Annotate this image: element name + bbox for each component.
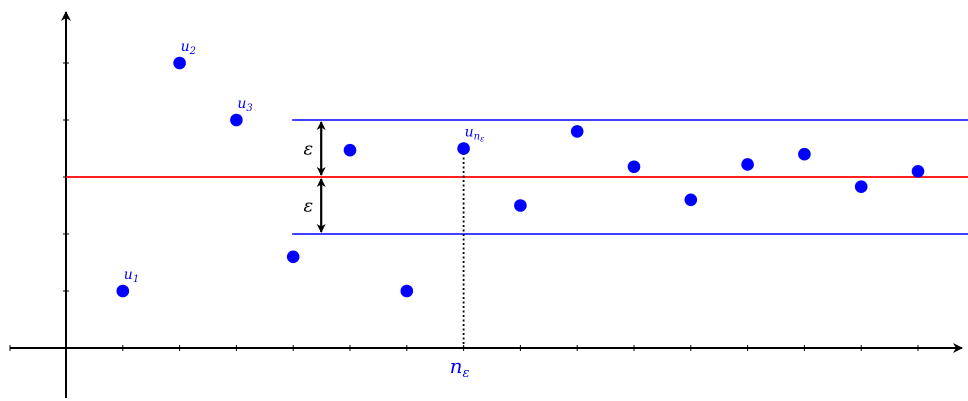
point-label: u1 <box>124 267 139 285</box>
sequence-point <box>627 160 641 174</box>
sequence-point <box>400 284 414 298</box>
sequence-point <box>684 193 698 207</box>
sequence-point <box>286 250 300 264</box>
sequence-point <box>116 284 130 298</box>
point-label: u2 <box>181 39 196 57</box>
axes <box>10 11 963 398</box>
n-epsilon-marker: nε <box>450 148 470 381</box>
sequence-point <box>457 142 470 155</box>
sequence-point <box>911 165 925 178</box>
sequence-point <box>173 56 186 70</box>
sequence-point <box>741 158 754 171</box>
epsilon-label: ε <box>304 139 314 160</box>
epsilon-band <box>292 119 968 235</box>
sequence-point <box>570 125 584 138</box>
sequence-point <box>514 199 527 212</box>
sequence-point <box>854 180 868 193</box>
point-labels: u1 u2 u3 unε <box>124 39 485 285</box>
sequence-point <box>230 113 243 127</box>
epsilon-arrows: εε <box>304 121 326 233</box>
point-label: unε <box>465 125 485 144</box>
point-label: u3 <box>237 96 252 114</box>
n-epsilon-label: nε <box>450 354 470 381</box>
epsilon-label: ε <box>304 196 314 217</box>
sequence-point <box>798 147 811 161</box>
sequence-points <box>116 56 925 298</box>
sequence-point <box>343 143 357 157</box>
axis-ticks <box>9 62 919 351</box>
